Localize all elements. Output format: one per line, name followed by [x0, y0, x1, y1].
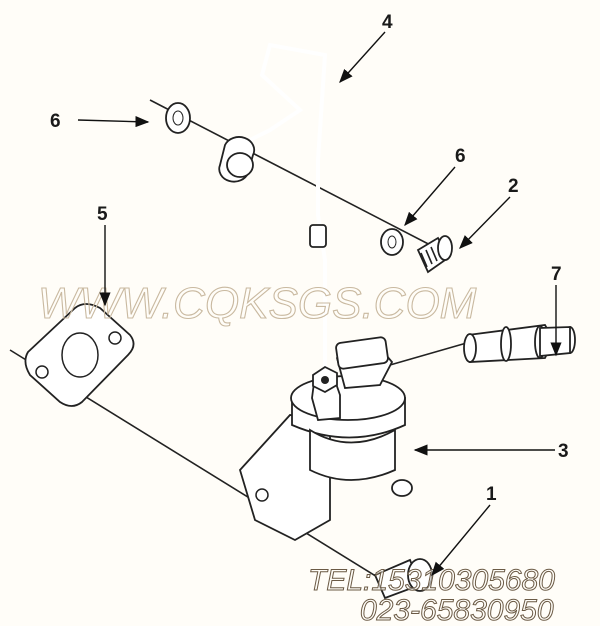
- leader-arrows: [77, 31, 562, 577]
- leader-4: [339, 31, 386, 84]
- part-2-banjo-bolt: [416, 235, 453, 274]
- watermark-phone2: 023-65830950: [360, 594, 554, 626]
- axis-line-fitting: [389, 341, 471, 366]
- leader-6b: [404, 166, 456, 227]
- callout-6-upper: 6: [50, 111, 61, 132]
- callout-7: 7: [551, 264, 562, 285]
- callout-2: 2: [508, 176, 519, 197]
- watermark-phone: TEL:15310305680: [308, 564, 555, 597]
- leader-6a: [77, 116, 150, 128]
- part-4-fuel-line: [218, 42, 328, 385]
- part-5-gasket: [24, 303, 135, 407]
- watermark-site: WWW.CQKSGS.COM: [38, 279, 477, 328]
- callout-5: 5: [97, 204, 108, 225]
- part-7-connector: [463, 324, 576, 363]
- leader-2: [459, 196, 511, 249]
- part-6-washer-upper: [165, 102, 191, 134]
- part-6-washer-lower: [380, 228, 404, 256]
- callout-6-lower: 6: [455, 146, 466, 167]
- part-3-fuel-pump: [238, 336, 413, 542]
- callout-4: 4: [382, 12, 393, 33]
- axis-line-upper: [149, 99, 441, 251]
- callout-3: 3: [558, 441, 569, 462]
- callout-1: 1: [486, 484, 497, 505]
- leader-1: [431, 504, 491, 577]
